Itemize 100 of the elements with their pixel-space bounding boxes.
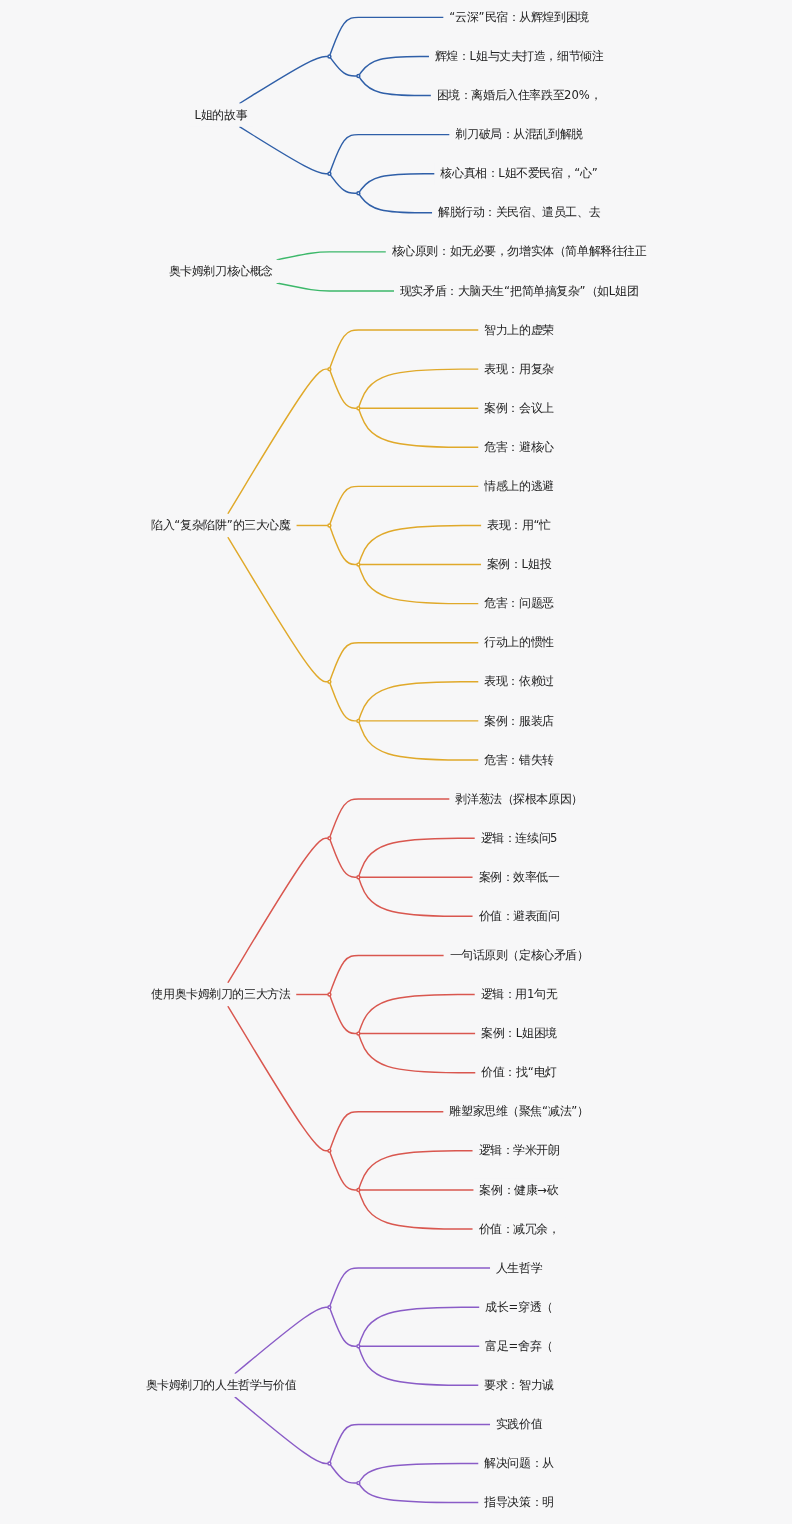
connector <box>359 876 474 878</box>
node-text: 案例：L姐困境 <box>481 1026 558 1041</box>
connector <box>227 837 329 984</box>
connector <box>358 1150 474 1190</box>
node-text: 案例：健康→砍 <box>479 1182 559 1197</box>
connector <box>359 1032 476 1035</box>
node-text: 表现：用复杂 <box>484 361 554 376</box>
connector <box>329 1267 491 1307</box>
node-circle <box>327 1461 332 1466</box>
connector <box>227 1005 329 1152</box>
node-text: 危害：避核心 <box>484 440 554 454</box>
connector <box>358 993 476 1033</box>
connector <box>358 193 433 214</box>
connector <box>358 1462 480 1483</box>
connector <box>329 526 358 566</box>
node-circle <box>356 73 361 79</box>
node-circle <box>327 992 332 997</box>
node-text: 人生哲学 <box>495 1260 543 1275</box>
connector <box>275 282 395 292</box>
node-text: 成长=穿透（ <box>485 1299 553 1314</box>
connector <box>358 1306 481 1346</box>
node-circle <box>327 1148 332 1153</box>
node-text: 困境：离婚后入住率跌至20%， <box>436 88 602 103</box>
node-text: 解决问题：从 <box>484 1456 554 1471</box>
connector <box>358 55 430 76</box>
connector <box>234 1306 329 1375</box>
node-text: L姐的故事 <box>194 107 248 122</box>
node-text: 案例：L姐投 <box>486 557 552 572</box>
connector <box>358 1034 477 1074</box>
connector <box>329 642 480 682</box>
node-circle <box>327 366 332 372</box>
node-text: 核心原则：如无必要，勿增实体（简单解释往往正 <box>391 244 647 259</box>
connector <box>227 536 329 683</box>
node-text: 表现：依赖过 <box>484 674 554 689</box>
connector <box>329 954 445 994</box>
connector <box>329 1463 358 1484</box>
connector <box>329 56 358 77</box>
node-circle <box>356 1187 361 1193</box>
node-text: 逻辑：学米开朗 <box>478 1143 560 1158</box>
connector <box>329 798 451 838</box>
connector <box>358 877 474 918</box>
node-text: 价值：减冗余， <box>478 1221 560 1236</box>
node-circle <box>327 836 332 841</box>
connector <box>329 16 445 56</box>
node-text: 案例：服装店 <box>484 713 554 728</box>
node-circle <box>327 523 332 528</box>
node-text: “云深”民宿：从辉煌到困境 <box>449 10 589 24</box>
connector <box>295 993 329 996</box>
node-text: 解脱行动：关民宿、遣员工、去 <box>437 205 601 220</box>
node-text: 危害：错失转 <box>484 752 554 767</box>
connector <box>329 329 480 369</box>
connector <box>329 1151 358 1191</box>
node-circle <box>327 679 332 684</box>
connector <box>234 1396 329 1465</box>
connector <box>358 408 480 449</box>
node-text: 实践价值 <box>495 1417 543 1431</box>
connector <box>359 720 480 722</box>
node-circle <box>356 406 361 411</box>
connector <box>329 174 358 194</box>
connector <box>358 837 476 877</box>
node-text: 智力上的虚荣 <box>484 322 554 337</box>
node-circle <box>356 1031 361 1036</box>
node-text: 情感上的逃避 <box>484 479 554 493</box>
node-text: 剃刀破局：从混乱到解脱 <box>455 127 583 142</box>
node-circle <box>356 191 361 196</box>
node-text: 陷入“复杂陷阱”的三大心魔 <box>151 518 291 532</box>
connector <box>359 1345 481 1347</box>
connector <box>359 407 480 409</box>
node-circle <box>327 1305 332 1310</box>
node-text: 案例：效率低一 <box>478 870 560 884</box>
node-text: 指导决策：明 <box>484 1495 554 1510</box>
node-text: 核心真相：L姐不爱民宿，“心” <box>440 166 598 181</box>
connector <box>329 1111 445 1151</box>
connector <box>227 368 329 515</box>
connector <box>358 1346 480 1387</box>
connector <box>359 563 482 566</box>
connector <box>358 721 480 761</box>
node-text: 雕塑家思维（聚焦“减法”） <box>449 1104 589 1119</box>
connector <box>358 565 480 605</box>
connector <box>358 173 436 193</box>
connector <box>329 133 451 174</box>
node-text: 现实矛盾：大脑天生“把简单搞复杂”（如L姐团 <box>399 283 639 298</box>
node-text: 使用奥卡姆剃刀的三大方法 <box>151 987 291 1002</box>
connector <box>359 1189 475 1191</box>
connector <box>329 682 358 722</box>
node-circle <box>327 171 332 176</box>
node-text: 危害：问题恶 <box>484 596 554 611</box>
connector <box>358 1190 474 1230</box>
node-text: 要求：智力诚 <box>484 1378 554 1392</box>
connector <box>329 1423 491 1463</box>
node-text: 辉煌：L姐与丈夫打造，细节倾注 <box>434 49 604 63</box>
connector <box>329 1307 358 1347</box>
node-text: 表现：用“忙 <box>487 518 551 532</box>
node-text: 行动上的惯性 <box>484 635 554 650</box>
connector <box>358 1483 480 1504</box>
node-text: 案例：会议上 <box>484 400 554 415</box>
node-text: 价值：避表面问 <box>478 909 560 923</box>
node-text: 剥洋葱法（探根本原因） <box>455 791 583 806</box>
node-circle <box>356 562 361 567</box>
node-circle <box>356 875 361 880</box>
